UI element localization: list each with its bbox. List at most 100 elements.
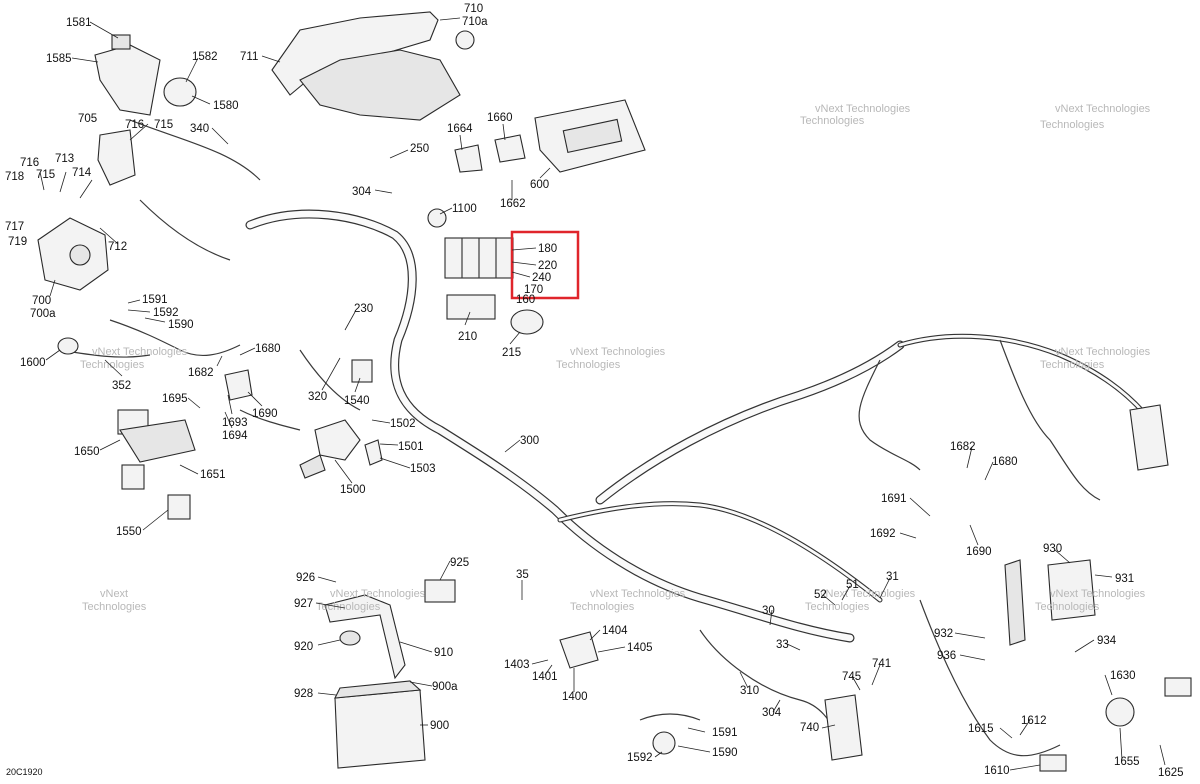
bracket-1664 bbox=[454, 144, 483, 173]
callout-label: 1591 bbox=[712, 727, 738, 739]
callout-label: 715 bbox=[36, 169, 55, 181]
watermark: Technologies bbox=[316, 601, 381, 613]
callout-label: 340 bbox=[190, 123, 209, 135]
strap-910 bbox=[324, 594, 406, 680]
highlight-callout: 220 bbox=[538, 260, 557, 272]
sensor-1660 bbox=[494, 134, 526, 163]
watermark: vNext Technologies bbox=[590, 588, 686, 600]
callout-label: 1612 bbox=[1021, 715, 1047, 727]
callout-labels: 1581 1585 1582 1580 710 710a 711 705 716… bbox=[5, 3, 1184, 779]
callout-label: 310 bbox=[740, 685, 759, 697]
callout-label: 1582 bbox=[192, 51, 218, 63]
callout-label: 1600 bbox=[20, 357, 46, 369]
module-930 bbox=[1047, 559, 1096, 621]
bracket-1650 bbox=[119, 419, 196, 463]
callout-label: 1592 bbox=[627, 752, 653, 764]
callout-label: 1100 bbox=[452, 203, 477, 215]
part-1540 bbox=[351, 359, 373, 383]
watermark: Technologies bbox=[556, 359, 621, 371]
watermark: vNext Technologies bbox=[330, 588, 426, 600]
callout-label: 900 bbox=[430, 720, 449, 732]
callout-label: 352 bbox=[112, 380, 131, 392]
watermark: vNext bbox=[100, 588, 128, 600]
watermark: vNext Technologies bbox=[570, 346, 666, 358]
callout-label: 1405 bbox=[627, 642, 653, 654]
callout-label: 33 bbox=[776, 639, 789, 651]
callout-label: 1401 bbox=[532, 671, 558, 683]
callout-label: 1682 bbox=[188, 367, 214, 379]
part-1610 bbox=[1039, 754, 1067, 772]
callout-label: 711 bbox=[240, 51, 258, 63]
callout-label: 712 bbox=[108, 241, 127, 253]
callout-label: 710 bbox=[464, 3, 483, 15]
callout-label: 1630 bbox=[1110, 670, 1136, 682]
watermark: Technologies bbox=[805, 601, 870, 613]
callout-label: 716 bbox=[125, 119, 144, 131]
callout-label: 1680 bbox=[255, 343, 281, 355]
callout-label: 230 bbox=[354, 303, 373, 315]
callout-label: 713 bbox=[55, 153, 74, 165]
taillight-right bbox=[1129, 404, 1169, 471]
watermark: Technologies bbox=[800, 115, 865, 127]
callout-label: 934 bbox=[1097, 635, 1117, 647]
callout-label: 719 bbox=[8, 236, 27, 248]
callout-label: 1404 bbox=[602, 625, 628, 637]
callout-label: 1664 bbox=[447, 123, 473, 135]
callout-label: 1680 bbox=[992, 456, 1018, 468]
callout-label: 1660 bbox=[487, 112, 513, 124]
callout-label: 31 bbox=[886, 571, 899, 583]
gauge-bracket bbox=[299, 49, 461, 121]
callout-label: 1691 bbox=[881, 493, 907, 505]
switch-705 bbox=[97, 129, 136, 186]
part-925 bbox=[424, 579, 456, 603]
callout-label: 320 bbox=[308, 391, 327, 403]
callout-label: 925 bbox=[450, 557, 469, 569]
callout-label: 700 bbox=[32, 295, 51, 307]
callout-label: 1650 bbox=[74, 446, 100, 458]
callout-label: 1503 bbox=[410, 463, 436, 475]
callout-label: 250 bbox=[410, 143, 429, 155]
callout-label: 215 bbox=[502, 347, 521, 359]
watermark: vNext Technologies bbox=[1055, 346, 1151, 358]
part-1590 bbox=[652, 731, 676, 755]
watermark: Technologies bbox=[80, 359, 145, 371]
highlight-callout: 170 bbox=[524, 284, 543, 296]
connector-710 bbox=[455, 30, 475, 50]
callout-label: 1695 bbox=[162, 393, 188, 405]
plate-1501 bbox=[364, 439, 383, 466]
components bbox=[37, 11, 1192, 772]
callout-label: 1580 bbox=[213, 100, 239, 112]
relay-1550a bbox=[121, 464, 145, 490]
cap-215 bbox=[510, 309, 544, 335]
callout-label: 700a bbox=[30, 308, 56, 320]
callout-label: 1694 bbox=[222, 430, 248, 442]
callout-label: 927 bbox=[294, 598, 313, 610]
bracket-1690 bbox=[224, 369, 253, 401]
watermark: Technologies bbox=[1040, 359, 1105, 371]
fuse-210 bbox=[446, 294, 496, 320]
battery-900 bbox=[334, 689, 426, 769]
part-1400 bbox=[559, 631, 599, 669]
callout-label: 717 bbox=[5, 221, 24, 233]
watermark: vNext Technologies bbox=[92, 346, 188, 358]
callout-label: 600 bbox=[530, 179, 549, 191]
watermark: vNext Technologies bbox=[820, 588, 916, 600]
callout-label: 740 bbox=[800, 722, 819, 734]
callout-label: 1692 bbox=[870, 528, 896, 540]
clip-1581 bbox=[111, 34, 131, 50]
highlight-callout: 180 bbox=[538, 243, 557, 255]
callout-label: 1610 bbox=[984, 765, 1010, 777]
callout-label: 304 bbox=[352, 186, 372, 198]
callout-label: 30 bbox=[762, 605, 775, 617]
callout-label: 705 bbox=[78, 113, 97, 125]
watermark: Technologies bbox=[1035, 601, 1100, 613]
highlight-callout: 160 bbox=[516, 294, 535, 306]
callout-label: 1690 bbox=[252, 408, 278, 420]
callout-label: 1501 bbox=[398, 441, 424, 453]
callout-label: 1693 bbox=[222, 417, 248, 429]
watermark: Technologies bbox=[82, 601, 147, 613]
callout-label: 1590 bbox=[168, 319, 194, 331]
watermark: Technologies bbox=[1040, 119, 1105, 131]
callout-label: 710a bbox=[462, 16, 488, 28]
callout-label: 718 bbox=[5, 171, 24, 183]
